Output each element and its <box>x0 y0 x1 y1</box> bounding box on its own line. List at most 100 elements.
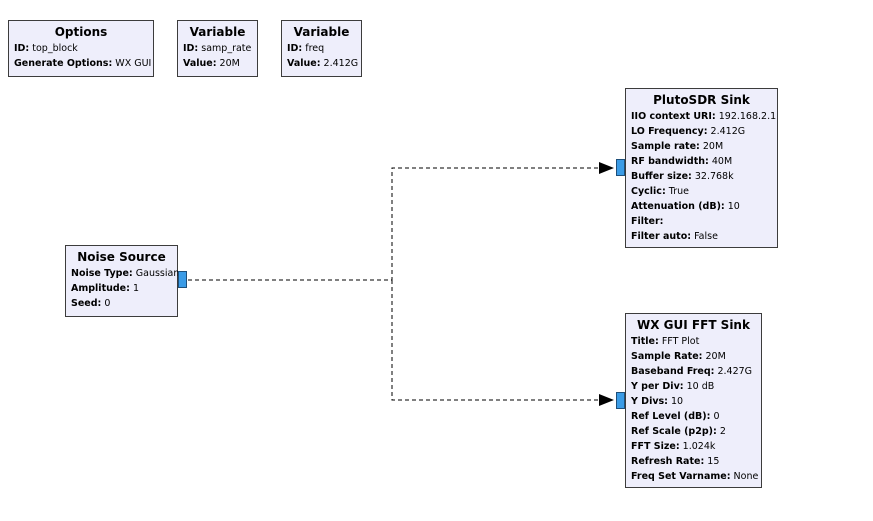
wx-gui-fft-sink-input-port[interactable] <box>616 392 625 409</box>
param-value: WX GUI <box>115 58 152 69</box>
wx-gui-fft-sink-block[interactable]: WX GUI FFT Sink Title: FFT Plot Sample R… <box>625 313 762 488</box>
plutosdr-sink-block[interactable]: PlutoSDR Sink IIO context URI: 192.168.2… <box>625 88 778 248</box>
param-key: Amplitude: <box>71 283 130 294</box>
connection-noise-to-fft[interactable] <box>391 280 600 401</box>
param-key: Seed: <box>71 298 102 309</box>
param-value: Gaussian <box>135 268 180 279</box>
param-value: 0 <box>104 298 111 309</box>
param-value: 40M <box>711 156 733 167</box>
options-block[interactable]: Options ID: top_block Generate Options: … <box>8 20 154 77</box>
param-value: True <box>668 186 689 197</box>
param-value: 192.168.2.1 <box>718 111 777 122</box>
block-title: Options <box>54 25 108 39</box>
param-y-per-div: Y per Div: 10 dB <box>631 379 756 394</box>
param-filter: Filter: <box>631 214 772 229</box>
param-key: FFT Size: <box>631 441 680 452</box>
param-sample-rate: Sample Rate: 20M <box>631 349 756 364</box>
variable-samp-rate-block[interactable]: Variable ID: samp_rate Value: 20M <box>177 20 258 77</box>
param-key: Cyclic: <box>631 186 666 197</box>
param-value: samp_rate <box>201 43 252 54</box>
param-noise-type: Noise Type: Gaussian <box>71 266 179 281</box>
param-key: Filter auto: <box>631 231 692 242</box>
param-value: None <box>733 471 759 482</box>
connection-noise-to-pluto[interactable] <box>188 167 600 281</box>
param-seed: Seed: 0 <box>71 296 172 311</box>
param-value: top_block <box>32 43 78 54</box>
param-ref-scale: Ref Scale (p2p): 2 <box>631 424 756 439</box>
param-key: Filter: <box>631 216 664 227</box>
param-value: 20M <box>219 58 240 69</box>
param-value-row: Value: 2.412G <box>287 56 359 71</box>
param-refresh-rate: Refresh Rate: 15 <box>631 454 756 469</box>
block-title: Variable <box>189 25 246 39</box>
block-title: WX GUI FFT Sink <box>637 318 750 332</box>
param-value: 10 <box>727 201 740 212</box>
param-value: 10 dB <box>686 381 715 392</box>
block-title: Variable <box>293 25 350 39</box>
param-key: ID: <box>183 43 199 54</box>
param-freq-set-varname: Freq Set Varname: None <box>631 469 759 484</box>
param-key: LO Frequency: <box>631 126 708 137</box>
param-value: 2.412G <box>323 58 359 69</box>
param-cyclic: Cyclic: True <box>631 184 772 199</box>
param-attenuation: Attenuation (dB): 10 <box>631 199 772 214</box>
param-key: Refresh Rate: <box>631 456 705 467</box>
param-value: False <box>694 231 718 242</box>
noise-source-output-port[interactable] <box>178 271 187 288</box>
param-generate-options: Generate Options: WX GUI <box>14 56 152 71</box>
param-value: FFT Plot <box>661 336 700 347</box>
param-title: Title: FFT Plot <box>631 334 756 349</box>
param-lo-frequency: LO Frequency: 2.412G <box>631 124 772 139</box>
param-value: 20M <box>705 351 726 362</box>
param-value: 1.024k <box>682 441 716 452</box>
param-value: 32.768k <box>694 171 734 182</box>
param-filter-auto: Filter auto: False <box>631 229 772 244</box>
param-baseband-freq: Baseband Freq: 2.427G <box>631 364 756 379</box>
param-value: freq <box>305 43 325 54</box>
noise-source-block[interactable]: Noise Source Noise Type: Gaussian Amplit… <box>65 245 179 317</box>
param-id: ID: samp_rate <box>183 41 252 56</box>
arrowhead-pluto <box>599 162 614 174</box>
arrowhead-fft <box>599 394 614 406</box>
block-title: Noise Source <box>77 250 166 264</box>
param-key: Baseband Freq: <box>631 366 715 377</box>
param-amplitude: Amplitude: 1 <box>71 281 172 296</box>
param-value: 15 <box>707 456 720 467</box>
param-key: ID: <box>287 43 303 54</box>
param-key: RF bandwidth: <box>631 156 709 167</box>
variable-freq-block[interactable]: Variable ID: freq Value: 2.412G <box>281 20 362 77</box>
param-value-row: Value: 20M <box>183 56 252 71</box>
param-key: Value: <box>287 58 321 69</box>
param-key: Value: <box>183 58 217 69</box>
param-y-divs: Y Divs: 10 <box>631 394 756 409</box>
param-value: 2 <box>719 426 726 437</box>
param-key: Ref Scale (p2p): <box>631 426 717 437</box>
param-key: Sample rate: <box>631 141 700 152</box>
param-value: 0 <box>713 411 720 422</box>
param-key: ID: <box>14 43 30 54</box>
param-key: Ref Level (dB): <box>631 411 711 422</box>
param-value: 10 <box>671 396 684 407</box>
param-value: 1 <box>132 283 139 294</box>
param-id: ID: top_block <box>14 41 148 56</box>
param-iio-context-uri: IIO context URI: 192.168.2.1 <box>631 109 776 124</box>
param-fft-size: FFT Size: 1.024k <box>631 439 756 454</box>
param-key: Y per Div: <box>631 381 684 392</box>
param-key: Generate Options: <box>14 58 113 69</box>
param-key: Sample Rate: <box>631 351 703 362</box>
param-key: Buffer size: <box>631 171 692 182</box>
param-value: 2.427G <box>717 366 753 377</box>
param-key: Noise Type: <box>71 268 133 279</box>
param-key: Title: <box>631 336 659 347</box>
param-value: 20M <box>702 141 724 152</box>
plutosdr-sink-input-port[interactable] <box>616 159 625 176</box>
param-sample-rate: Sample rate: 20M <box>631 139 772 154</box>
param-value: 2.412G <box>710 126 746 137</box>
param-key: IIO context URI: <box>631 111 716 122</box>
param-key: Freq Set Varname: <box>631 471 731 482</box>
param-key: Attenuation (dB): <box>631 201 725 212</box>
param-buffer-size: Buffer size: 32.768k <box>631 169 772 184</box>
param-key: Y Divs: <box>631 396 668 407</box>
